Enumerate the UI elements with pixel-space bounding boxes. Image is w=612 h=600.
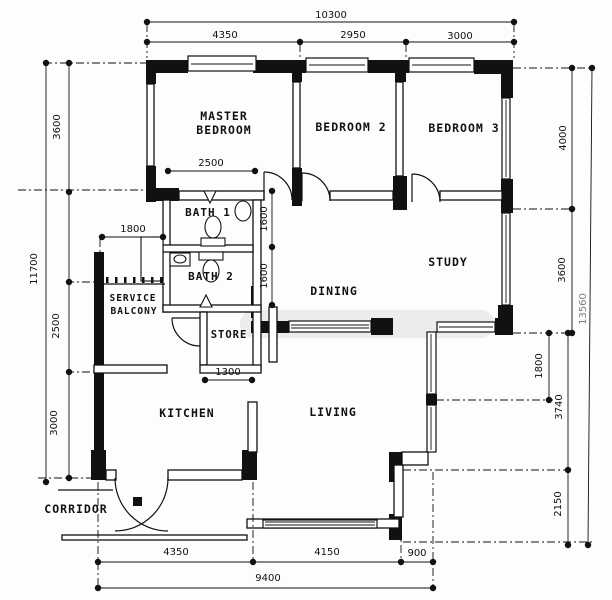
dim-left-overall: 11700	[29, 253, 40, 285]
bath1-cistern-icon	[200, 237, 226, 247]
extension-lines	[18, 24, 594, 586]
master-bedroom-door-arc	[263, 171, 293, 201]
dim-bottom-living: 4150	[314, 547, 339, 558]
room-label-kitchen: KITCHEN	[159, 406, 214, 420]
room-labels: MASTER BEDROOM BEDROOM 2 BEDROOM 3 BATH …	[44, 109, 499, 516]
dim-top-bedroom2: 2950	[340, 30, 365, 41]
dim-store-width: 1300	[215, 367, 240, 378]
dimension-dots	[42, 18, 596, 592]
dim-bath1-depth: 1600	[259, 206, 270, 231]
bath1-toilet-icon	[204, 215, 222, 239]
duct-shaft	[140, 236, 164, 282]
dim-right-study-depth: 3600	[557, 257, 568, 282]
window-mullions	[191, 63, 507, 526]
dim-bath-width: 2500	[198, 158, 223, 169]
dim-top-master: 4350	[212, 30, 237, 41]
room-label-master-bedroom-2: BEDROOM	[196, 123, 251, 137]
dim-left-kitchen-depth: 3000	[49, 410, 60, 435]
balcony-railing	[104, 277, 165, 285]
dim-bottom-overall: 9400	[255, 573, 280, 584]
door-arcs	[114, 171, 441, 532]
room-label-service-balcony-1: SERVICE	[109, 293, 156, 304]
dim-left-balcony-depth: 2500	[51, 313, 62, 338]
dimension-labels: 10300 4350 2950 3000 11700 3600 2500 300…	[29, 10, 589, 584]
dim-top-overall: 10300	[315, 10, 347, 21]
room-label-bedroom3: BEDROOM 3	[428, 121, 499, 135]
bath2-toilet-icon	[202, 259, 220, 283]
entrance-door-arc	[114, 477, 169, 532]
dim-right-overall: 13560	[578, 293, 589, 325]
entrance-gate-arc	[114, 477, 169, 532]
dim-top-bedroom3: 3000	[447, 31, 472, 42]
room-label-bath1: BATH 1	[185, 206, 231, 219]
bath2-cistern-icon	[198, 251, 224, 261]
room-label-store: STORE	[211, 329, 248, 341]
room-label-corridor: CORRIDOR	[44, 502, 107, 516]
store-door-arc	[171, 317, 201, 347]
bedroom2-door-arc	[301, 172, 331, 202]
dim-bottom-kitchen: 4350	[163, 547, 188, 558]
bath2-door-icon	[199, 293, 213, 308]
room-label-master-bedroom-1: MASTER	[200, 109, 248, 123]
dim-left-master-depth: 3600	[52, 114, 63, 139]
dim-bottom-step: 900	[407, 548, 426, 559]
dim-right-bedroom3-depth: 4000	[558, 125, 569, 150]
dim-right-living-depth: 3740	[554, 394, 565, 419]
bath1-door-icon	[203, 190, 217, 205]
dim-right-living-step: 1800	[534, 353, 545, 378]
dimension-lines	[45, 21, 593, 589]
bath2-basin-bowl-icon	[173, 254, 187, 264]
dim-right-lower: 2150	[553, 491, 564, 516]
dim-balcony-width: 1800	[120, 224, 145, 235]
bath1-basin-icon	[234, 200, 252, 222]
room-label-bedroom2: BEDROOM 2	[315, 120, 386, 134]
room-label-dining: DINING	[310, 284, 358, 298]
bath-door-markers	[199, 190, 217, 308]
room-label-service-balcony-2: BALCONY	[110, 306, 157, 317]
room-label-study: STUDY	[428, 255, 468, 269]
fixtures	[140, 200, 252, 283]
room-label-bath2: BATH 2	[188, 270, 234, 283]
bedroom3-door-arc	[411, 173, 441, 203]
room-label-living: LIVING	[309, 405, 357, 419]
dim-bath2-depth: 1600	[259, 263, 270, 288]
